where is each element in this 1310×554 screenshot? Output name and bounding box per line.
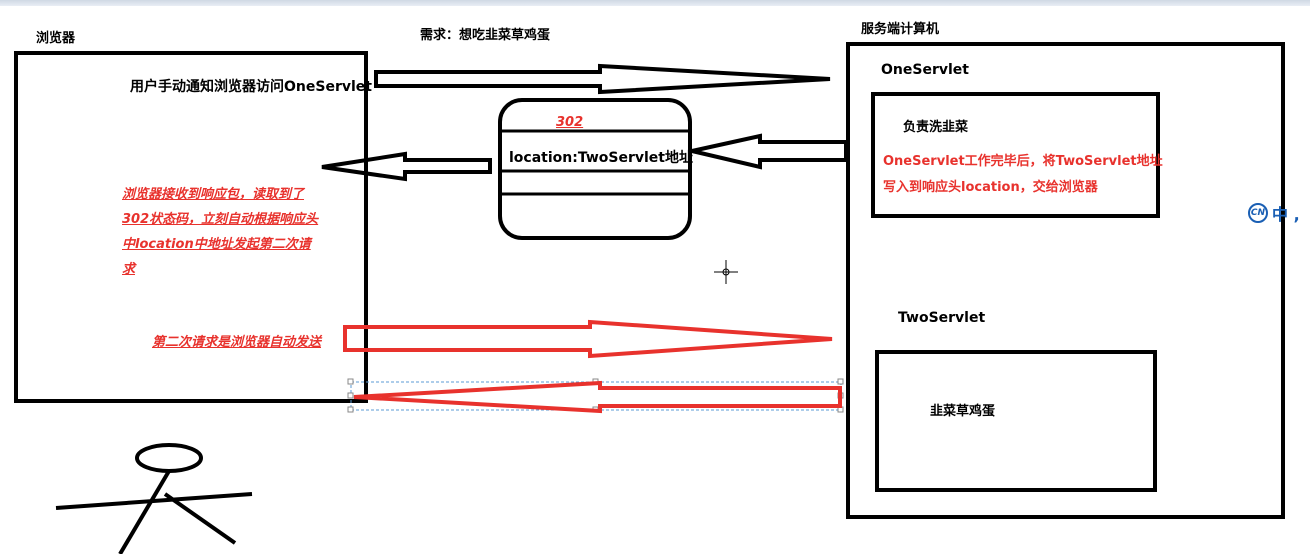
- two-servlet-box: [875, 350, 1157, 492]
- ime-logo-icon: CN: [1248, 203, 1268, 223]
- server-title: 服务端计算机: [861, 22, 940, 37]
- user-figure: [55, 443, 253, 554]
- response-packet: [498, 98, 692, 240]
- browser-note: 浏览器接收到响应包，读取到了 302状态码，立刻自动根据响应头 中locatio…: [122, 182, 318, 282]
- request-arrow-1: [374, 63, 831, 95]
- status-code-label: 302: [556, 115, 584, 130]
- crosshair-icon: [714, 260, 738, 284]
- one-servlet-note-line: OneServlet工作完毕后，将TwoServlet地址: [883, 154, 1163, 169]
- response-arrow-to-packet: [691, 133, 848, 170]
- requirement-title: 需求：想吃韭菜草鸡蛋: [420, 28, 551, 43]
- response-arrow-to-browser: [321, 151, 492, 182]
- browser-title: 浏览器: [36, 31, 76, 46]
- window-top-edge: [0, 0, 1310, 6]
- one-servlet-box: [871, 92, 1160, 218]
- one-servlet-task: 负责洗韭菜: [903, 120, 969, 135]
- one-servlet-title: OneServlet: [881, 62, 969, 78]
- browser-note-line: 求: [122, 262, 136, 277]
- server-box: [846, 42, 1285, 519]
- one-servlet-note-line: 写入到响应头location，交给浏览器: [883, 180, 1098, 195]
- second-request-arrow: [343, 319, 833, 359]
- browser-box: [14, 51, 368, 403]
- ime-indicator[interactable]: CN 中 ,: [1248, 201, 1300, 225]
- location-header-label: location:TwoServlet地址: [509, 150, 693, 166]
- ime-text: 中 ,: [1272, 205, 1300, 224]
- final-response-arrow: [353, 380, 842, 414]
- two-servlet-title: TwoServlet: [898, 310, 986, 326]
- second-request-note: 第二次请求是浏览器自动发送: [152, 335, 322, 350]
- browser-note-line: 中location中地址发起第二次请: [122, 237, 311, 252]
- browser-note-line: 302状态码，立刻自动根据响应头: [122, 212, 319, 227]
- one-servlet-note: OneServlet工作完毕后，将TwoServlet地址 写入到响应头loca…: [883, 149, 1163, 201]
- two-servlet-task: 韭菜草鸡蛋: [930, 404, 996, 419]
- browser-note-line: 浏览器接收到响应包，读取到了: [122, 187, 305, 202]
- browser-action-label: 用户手动通知浏览器访问OneServlet: [130, 79, 372, 95]
